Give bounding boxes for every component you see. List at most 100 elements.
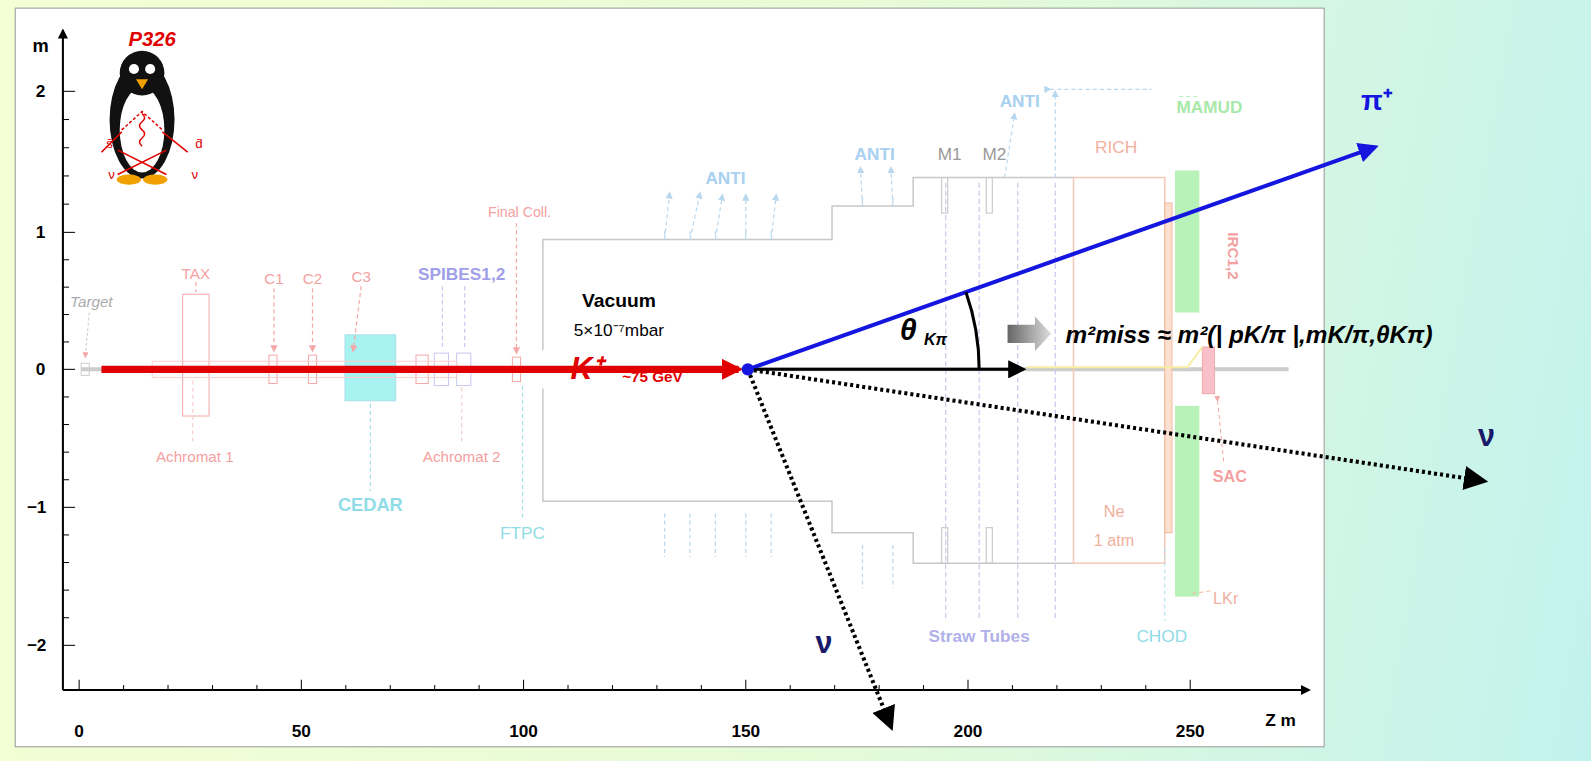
tick <box>63 369 75 370</box>
component-label: IRC1,2 <box>1224 232 1241 279</box>
straw-station <box>945 183 946 619</box>
neutrino-track <box>748 369 1484 481</box>
neutrino-label: ν <box>108 167 115 182</box>
tick <box>63 232 75 233</box>
leader <box>312 288 313 351</box>
tick-label: 250 <box>1176 721 1205 740</box>
tick <box>967 680 968 690</box>
tick <box>1145 685 1146 690</box>
neutrino-track <box>748 369 891 726</box>
tick-label: 2 <box>36 82 46 101</box>
z-axis <box>63 689 1309 691</box>
angle-symbol: θ <box>900 313 917 346</box>
component-label: FTPC <box>500 523 545 542</box>
tick <box>63 259 69 260</box>
tick <box>63 645 75 646</box>
anti-arrow <box>1050 89 1151 90</box>
angle-subscript: Kπ <box>924 331 947 349</box>
tick <box>790 685 791 690</box>
target <box>81 363 89 375</box>
leader <box>192 381 193 445</box>
leader <box>516 223 517 353</box>
pressure-label: 5×10⁻⁷mbar <box>574 320 664 339</box>
component-label: ANTI <box>705 168 745 187</box>
tick <box>834 685 835 690</box>
component-label: Achromat 2 <box>423 448 501 465</box>
tick <box>63 204 69 205</box>
anti-arrow <box>690 193 700 240</box>
component-label: Ne <box>1104 503 1125 521</box>
tick <box>63 534 69 535</box>
tick <box>63 287 69 288</box>
tick <box>923 685 924 690</box>
tick <box>212 685 213 690</box>
component-label: CHOD <box>1136 627 1187 646</box>
tick <box>434 685 435 690</box>
tick <box>745 680 746 690</box>
y-axis <box>62 30 64 690</box>
tax-box <box>183 294 209 416</box>
tick <box>63 562 69 563</box>
anti-counter <box>689 513 690 557</box>
component-label: Straw Tubes <box>929 627 1030 646</box>
kaon-direction <box>748 368 1023 371</box>
tick <box>63 590 69 591</box>
tick-label: −2 <box>27 636 47 655</box>
tick <box>63 452 69 453</box>
tick <box>63 424 69 425</box>
particle-label: π⁺ <box>1361 86 1393 117</box>
axis-unit: Z m <box>1265 711 1296 730</box>
magnet <box>942 178 948 214</box>
component-label: MAMUD <box>1176 97 1242 116</box>
tick <box>63 175 69 176</box>
component-label: CEDAR <box>338 495 403 515</box>
component-label: 1 atm <box>1094 532 1135 550</box>
anti-counter <box>892 198 893 204</box>
component-label: TAX <box>182 266 210 283</box>
particle-label: ν <box>815 627 832 660</box>
leader <box>461 388 462 445</box>
anti-arrow <box>860 167 862 206</box>
tick <box>1056 685 1057 690</box>
tick <box>63 617 69 618</box>
magnet <box>942 528 948 564</box>
leader <box>353 286 361 351</box>
magnet <box>986 528 992 564</box>
tick <box>63 396 69 397</box>
vacuum-label: Vacuum <box>582 291 656 312</box>
leader <box>273 288 274 351</box>
mamud <box>1175 170 1199 312</box>
tick <box>479 685 480 690</box>
anti-arrow <box>665 193 670 240</box>
quark-label: d̄ <box>195 137 202 152</box>
particle-label: K⁺ <box>570 353 602 386</box>
sac <box>1202 347 1214 394</box>
anti-counter <box>771 231 772 237</box>
leader <box>1164 548 1165 621</box>
component-label: C1 <box>264 271 283 288</box>
anti-counter <box>664 513 665 557</box>
beam-exit <box>1027 347 1203 367</box>
penguin-eye <box>145 64 155 74</box>
component-label: Target <box>70 294 113 311</box>
tick <box>63 119 69 120</box>
tick <box>63 147 69 148</box>
tick-label: 0 <box>74 721 84 740</box>
tick-label: 50 <box>292 721 311 740</box>
penguin-eye <box>129 64 139 74</box>
tick-label: 1 <box>36 223 46 242</box>
component-label: SAC <box>1213 468 1247 486</box>
quark-label: s̄ <box>106 137 113 152</box>
tick <box>63 91 75 92</box>
tick-label: 200 <box>954 721 983 740</box>
leader <box>1192 591 1212 594</box>
neutrino-label: ν <box>192 167 199 182</box>
formula: m²miss ≈ m²(| pK/π |,mK/π,θKπ) <box>1065 321 1432 348</box>
component-label: ANTI <box>1000 92 1040 111</box>
proposal-name: P326 <box>129 27 176 49</box>
tick <box>1190 680 1191 690</box>
penguin-logo <box>101 51 187 185</box>
straw-station <box>1055 183 1056 619</box>
